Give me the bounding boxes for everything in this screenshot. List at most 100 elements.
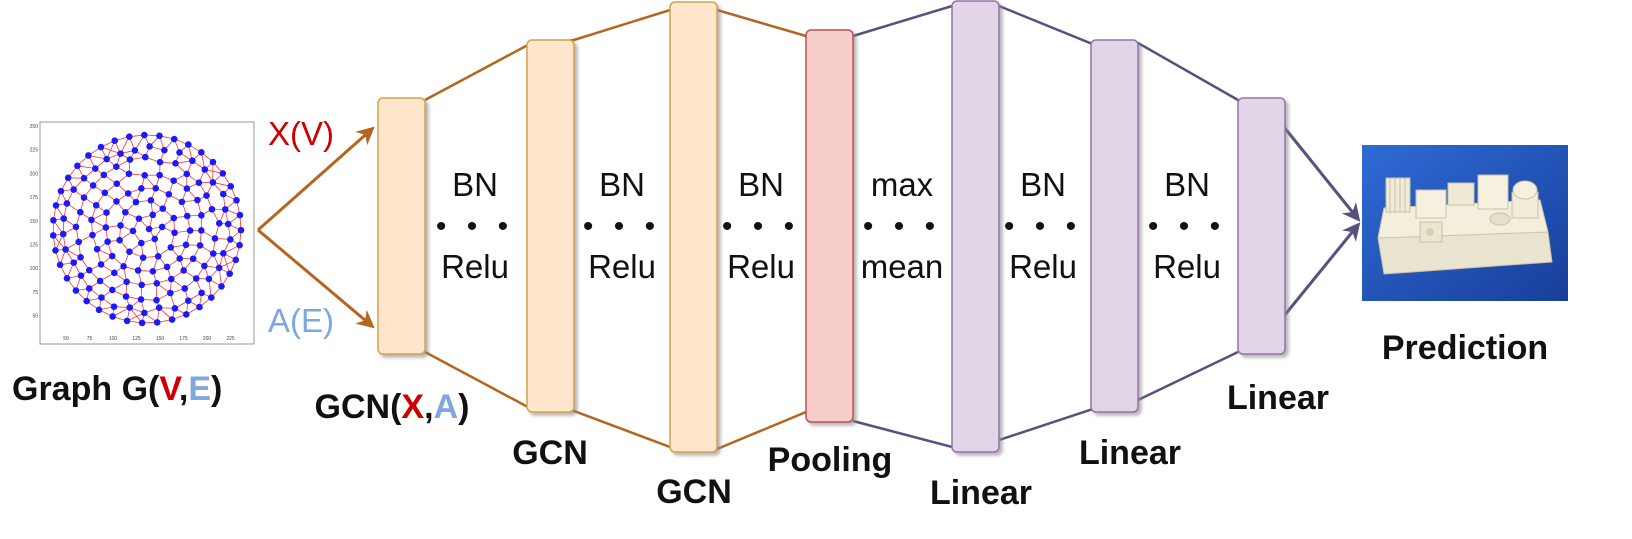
graph-node	[171, 305, 179, 312]
graph-node	[72, 223, 80, 231]
graph-edge	[222, 253, 231, 274]
x-tick-label: 150	[156, 336, 165, 342]
graph-node	[109, 313, 116, 320]
graph-node	[108, 252, 116, 260]
connector-lines	[424, 4, 1361, 451]
graph-node	[165, 190, 173, 198]
adjacency-label: A(E)	[268, 302, 334, 339]
graph-node	[103, 155, 110, 163]
graph-node	[205, 275, 213, 283]
graph-node	[215, 220, 223, 227]
graph-node	[156, 171, 163, 179]
y-tick-label: 100	[30, 266, 39, 272]
graph-node	[163, 263, 171, 271]
graph-nodes	[49, 131, 245, 327]
graph-node	[123, 278, 130, 286]
layer-pooling	[805, 29, 854, 423]
graph-node	[227, 183, 235, 190]
graph-node	[155, 304, 163, 311]
graph-node	[147, 196, 155, 204]
op-2-dots: • • •	[583, 210, 661, 243]
graph-node	[219, 190, 227, 198]
op-3-bottom: Relu	[727, 248, 795, 285]
graph-node	[139, 254, 147, 261]
graph-node	[146, 143, 153, 150]
layer-linear-2	[1090, 39, 1139, 413]
graph-node	[183, 170, 191, 178]
graph-node	[198, 227, 205, 234]
graph-node	[236, 241, 243, 249]
y-tick-label: 50	[32, 314, 38, 320]
graph-node	[89, 231, 96, 239]
graph-node	[85, 285, 93, 292]
graph-node	[209, 179, 217, 186]
graph-edge	[106, 140, 116, 160]
graph-node	[141, 171, 149, 179]
graph-node	[93, 245, 101, 253]
graph-node	[70, 259, 78, 266]
graph-node	[184, 297, 192, 304]
graph-node	[138, 185, 145, 192]
graph-node	[224, 220, 232, 228]
graph-node	[236, 211, 244, 219]
graph-node	[158, 223, 166, 231]
graph-node	[137, 296, 145, 303]
graph-node	[72, 287, 80, 294]
graph-node	[186, 227, 194, 234]
graph-node	[226, 270, 234, 277]
graph-node	[97, 143, 105, 151]
graph-node	[122, 208, 129, 216]
graph-node	[113, 198, 120, 205]
graph-node	[196, 242, 204, 249]
graph-node	[63, 274, 71, 282]
graph-node	[134, 267, 142, 274]
graph-node	[167, 275, 175, 283]
op-5-dots: • • •	[1004, 210, 1082, 243]
graph-node	[219, 170, 227, 177]
layer-label-linear-1: Linear	[930, 474, 1032, 512]
graph-node	[153, 296, 160, 304]
graph-node	[198, 211, 205, 219]
graph-node	[80, 194, 88, 201]
graph-node	[178, 198, 186, 206]
y-tick-label: 225	[30, 148, 39, 154]
graph-node	[83, 297, 90, 305]
op-1-top: BN	[452, 166, 498, 203]
graph-node	[141, 131, 148, 139]
layer-linear-1	[951, 0, 1000, 453]
input-graph-title: Graph G(V,E)	[12, 370, 222, 408]
graph-node	[131, 147, 139, 154]
graph-node	[183, 185, 191, 192]
graph-node	[120, 263, 127, 270]
graph-node	[138, 319, 146, 327]
graph-node	[103, 209, 110, 216]
graph-node	[117, 222, 124, 229]
layer-linear-3	[1237, 97, 1286, 355]
graph-node	[185, 141, 192, 148]
graph-node	[181, 285, 189, 292]
layer-label-gcn-3: GCN	[656, 473, 732, 511]
graph-node	[153, 279, 161, 287]
graph-node	[141, 153, 149, 161]
graph-node	[218, 283, 225, 290]
graph-node	[182, 311, 190, 318]
graph-node	[149, 268, 157, 275]
y-tick-label: 75	[32, 290, 38, 296]
op-5-top: BN	[1020, 166, 1066, 203]
graph-node	[145, 225, 153, 233]
graph-node	[110, 303, 118, 310]
op-6-dots: • • •	[1148, 210, 1226, 243]
graph-node	[113, 163, 120, 170]
layer-labels: GCN(X,A) GCN GCN Pooling Linear Linear L…	[315, 379, 1329, 512]
graph-node	[194, 196, 201, 204]
graph-node	[111, 137, 119, 145]
x-tick-label: 225	[226, 336, 235, 342]
graph-node	[167, 289, 174, 297]
layer-boxes	[377, 0, 1286, 453]
graph-node	[124, 190, 132, 197]
graph-node	[59, 230, 67, 238]
graph-node	[100, 171, 108, 179]
graph-node	[189, 255, 197, 263]
graph-node	[182, 241, 190, 249]
graph-node	[209, 158, 217, 166]
